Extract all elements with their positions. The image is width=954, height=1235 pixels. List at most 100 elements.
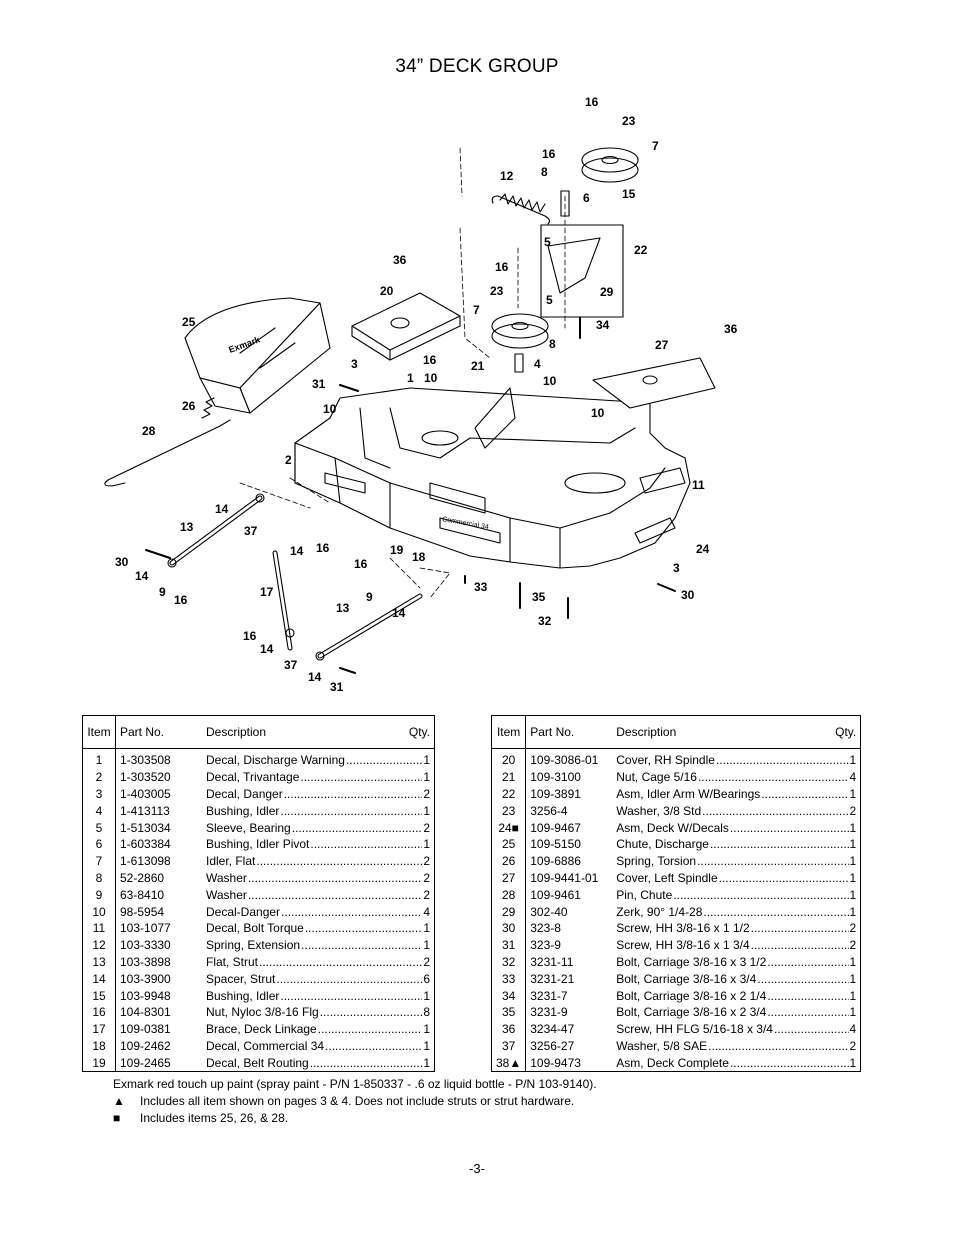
callout: 36 [724,322,738,336]
part-number: 109-3086-01 [530,753,599,768]
header-qty: Qty. [408,725,430,739]
quantity: 1 [849,887,857,902]
description: Decal, Danger [206,786,283,801]
part-number: 109-9473 [530,1055,581,1070]
description: Decal, Trivantage [206,770,300,785]
page-title: 34” DECK GROUP [395,56,559,77]
quantity: 1 [849,870,857,885]
header-desc: Description [616,725,677,739]
callout: 16 [316,541,330,555]
callout: 30 [681,588,695,602]
quantity: 2 [423,954,430,969]
item-number: 4 [82,802,116,820]
item-number: 8 [82,869,116,887]
callout: 23 [622,114,636,128]
part-number: 109-2465 [120,1055,171,1070]
callout: 6 [583,191,590,205]
description: Screw, HH 3/8-16 x 1 3/4 [616,938,750,953]
part-number: 109-9441-01 [530,870,599,885]
description: Asm, Deck W/Decals [616,820,729,835]
callout: 30 [115,555,129,569]
header-desc-qty: Description Qty. [202,715,435,749]
part-number: 1-303520 [120,770,171,785]
item-number: 15 [82,987,116,1004]
callout: 13 [180,520,194,534]
quantity: 2 [423,887,430,902]
part-number: 3256-4 [530,803,568,818]
part-number: 3231-9 [530,1005,568,1020]
part-number: 103-3330 [120,938,171,953]
item-number: 19 [82,1054,116,1072]
part-number: 109-9461 [530,887,581,902]
callout: 14 [392,606,406,620]
callout: 18 [412,550,426,564]
description: Screw, HH 3/8-16 x 1 1/2 [616,921,750,936]
quantity: 1 [849,954,857,969]
callout: 27 [655,338,669,352]
page-number: -3- [469,1161,485,1176]
quantity: 1 [849,786,857,801]
description: Brace, Deck Linkage [206,1022,317,1037]
callout: 8 [549,337,556,351]
description: Bolt, Carriage 3/8-16 x 3 1/2 [616,954,767,969]
callout: 14 [308,670,322,684]
part-number: 109-9467 [530,820,581,835]
callout: 29 [600,285,614,299]
exploded-parts-diagram: 16 23 7 16 8 12 6 15 5 22 36 16 23 29 20… [104,95,738,694]
header-desc: Description [206,725,267,739]
item-number: 17 [82,1020,116,1038]
part-number: 109-5150 [530,837,581,852]
quantity: 1 [849,1055,857,1070]
header-part: Part No. [525,715,613,749]
callout: 14 [290,544,304,558]
item-number: 24■ [491,819,527,836]
description: Pin, Chute [616,887,673,902]
callout: 9 [159,585,166,599]
item-number: 37 [491,1037,527,1055]
description: Washer, 5/8 SAE [616,1038,708,1053]
quantity: 1 [849,904,857,919]
callout: 25 [182,315,196,329]
quantity: 4 [849,770,857,785]
callout: 5 [544,235,551,249]
part-number: 98-5954 [120,904,165,919]
quantity: 2 [849,938,857,953]
callout: 11 [692,478,705,492]
part-number: 103-3898 [120,954,171,969]
part-number: 3256-27 [530,1038,575,1053]
description: Cover, Left Spindle [616,870,718,885]
quantity: 1 [423,770,430,785]
callout: 35 [532,590,546,604]
header-item: Item [491,715,527,749]
part-number: 103-1077 [120,921,171,936]
quantity: 1 [849,1005,857,1020]
quantity: 4 [423,904,430,919]
item-number: 7 [82,852,116,870]
item-number: 27 [491,869,527,887]
quantity: 1 [423,1038,430,1053]
description: Bolt, Carriage 3/8-16 x 2 1/4 [616,988,767,1003]
callout: 10 [591,406,605,420]
callout: 10 [543,374,557,388]
callout: 12 [500,169,514,183]
description: Bushing, Idler [206,803,280,818]
part-number: 63-8410 [120,887,165,902]
callout: 34 [596,318,610,332]
quantity: 6 [423,971,430,986]
